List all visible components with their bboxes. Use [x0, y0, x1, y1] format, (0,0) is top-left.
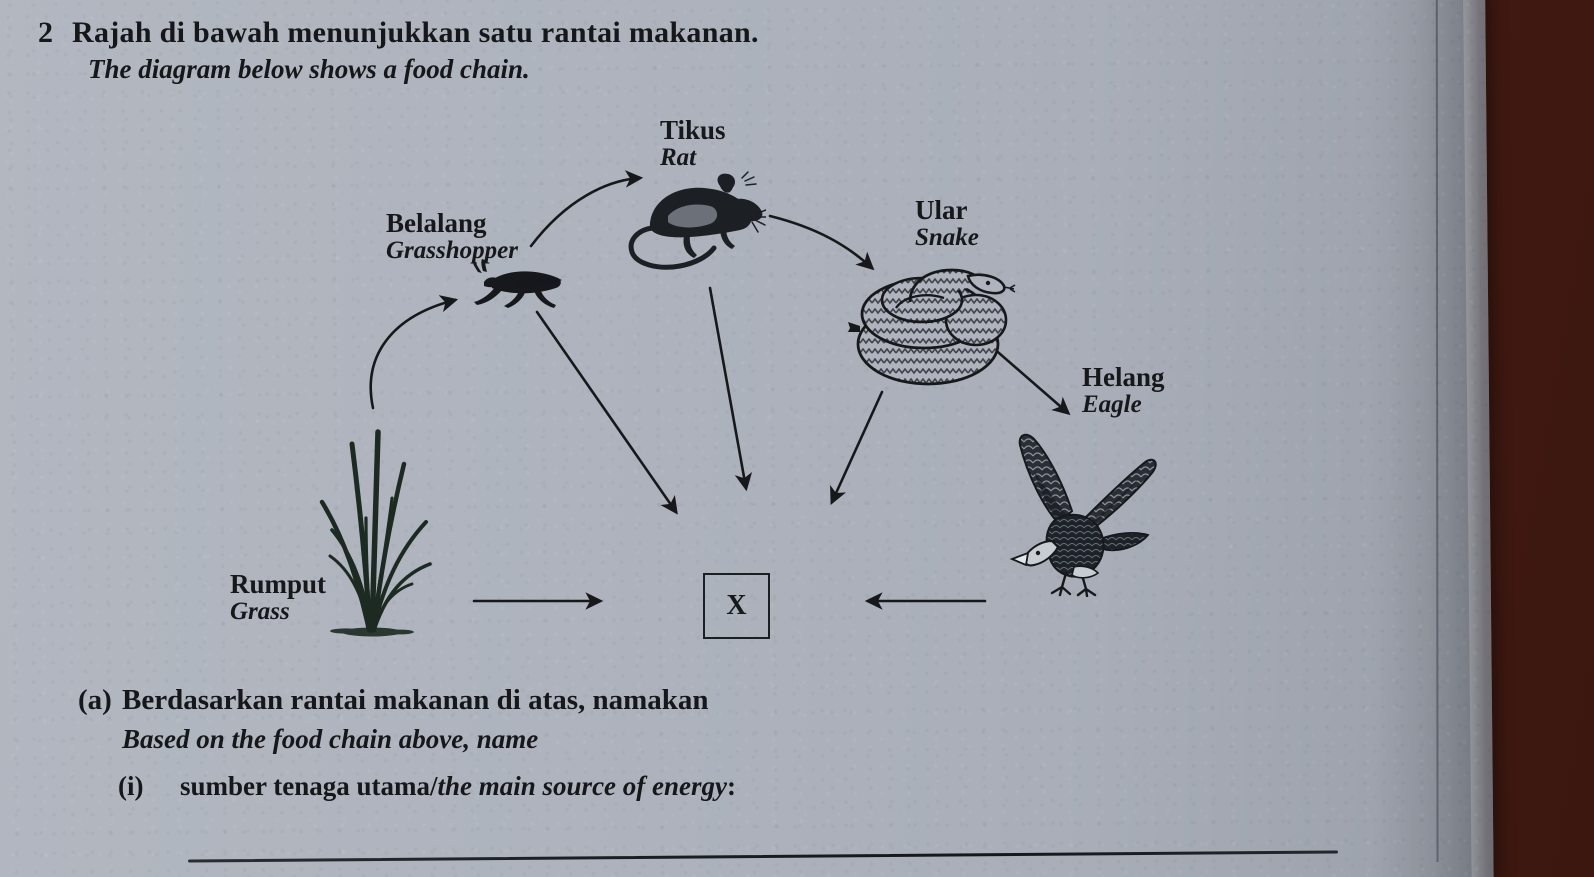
label-eagle-english: Eagle	[1082, 391, 1142, 419]
arrow-grass-to-grasshopper	[369, 295, 459, 410]
part-a-i-label: (i)	[118, 771, 144, 801]
part-a-i-malay: sumber tenaga utama/	[180, 771, 438, 801]
label-rat-english: Rat	[660, 144, 697, 172]
question-stem-malay: Rajah di bawah menunjukkan satu rantai m…	[72, 16, 759, 49]
part-a-label: (a)	[78, 684, 112, 716]
diagram-label-snake: Ular Snake	[915, 196, 979, 252]
arrow-grasshopper-to-x	[535, 310, 678, 515]
grass-illustration	[300, 398, 446, 638]
question-number: 2	[38, 16, 53, 49]
arrow-rat-to-x	[708, 286, 753, 492]
answer-line	[188, 850, 1338, 863]
label-snake-english: Snake	[915, 224, 979, 252]
label-grasshopper-malay: Belalang	[386, 208, 487, 238]
label-grass-malay: Rumput	[230, 569, 327, 599]
part-a-i-text: sumber tenaga utama/the main source of e…	[180, 771, 736, 802]
unknown-organism-label: X	[726, 590, 747, 621]
rat-illustration	[624, 170, 767, 278]
unknown-organism-box: X	[703, 573, 770, 639]
arrow-snake-to-x	[830, 390, 884, 505]
label-rat-malay: Tikus	[660, 115, 726, 145]
part-a-i-english: the main source of energy	[437, 771, 728, 801]
grasshopper-illustration	[462, 258, 572, 310]
label-snake-malay: Ular	[915, 195, 968, 225]
label-eagle-malay: Helang	[1082, 362, 1165, 392]
question-stem-english: The diagram below shows a food chain.	[88, 54, 530, 84]
diagram-label-rat: Tikus Rat	[660, 116, 726, 172]
part-a-malay: Berdasarkan rantai makanan di atas, nama…	[122, 684, 709, 716]
eagle-illustration	[988, 415, 1164, 598]
part-a-english: Based on the food chain above, name	[122, 724, 539, 754]
part-a-i-suffix: :	[727, 771, 737, 801]
label-grass-english: Grass	[230, 598, 290, 626]
snake-illustration	[848, 248, 1016, 390]
label-grasshopper-english: Grasshopper	[386, 237, 518, 265]
diagram-label-grasshopper: Belalang Grasshopper	[386, 209, 518, 265]
diagram-label-grass: Rumput Grass	[230, 570, 326, 626]
diagram-label-eagle: Helang Eagle	[1082, 363, 1165, 419]
